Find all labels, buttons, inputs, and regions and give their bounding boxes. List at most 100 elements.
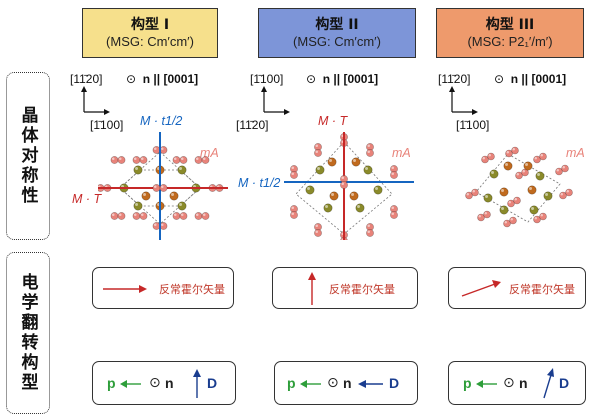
config-2-msg: (MSG: Cm′cm′)	[293, 33, 381, 49]
magnetic-atom-highlight	[478, 215, 481, 218]
config-2-lattice	[284, 132, 414, 240]
ahe-vector-arrow-icon	[103, 285, 147, 293]
magnetic-atom	[172, 212, 181, 220]
config-3-p-label: p	[463, 375, 472, 391]
nonmagnetic-atom	[323, 203, 333, 213]
nonmagnetic-atom	[327, 157, 337, 167]
config-3-axes-icon	[449, 86, 478, 115]
magnetic-atom	[539, 152, 547, 161]
nonmagnetic-atom-highlight	[143, 193, 146, 196]
magnetic-atom-highlight	[118, 157, 122, 160]
magnetic-atom-highlight	[391, 172, 394, 175]
config-2-pnd-box: p ⊙ n D	[274, 361, 418, 405]
magnetic-atom	[201, 156, 210, 164]
magnetic-atom	[513, 196, 521, 205]
magnetic-atom-highlight	[111, 157, 115, 160]
magnetic-atom-highlight	[560, 193, 563, 196]
magnetic-atom	[509, 216, 517, 225]
nonmagnetic-atom	[543, 191, 553, 201]
magnetic-atom-highlight	[566, 190, 569, 193]
nonmagnetic-atom-highlight	[531, 207, 534, 210]
nonmagnetic-atom	[305, 185, 315, 195]
nonmagnetic-atom-highlight	[545, 193, 548, 196]
nonmagnetic-atom	[363, 165, 373, 175]
ahe-vector-arrow-icon	[308, 272, 316, 305]
nonmagnetic-atom	[499, 187, 509, 197]
magnetic-atom	[390, 171, 398, 179]
config-1-axis-horizontal: [1̄100]	[90, 118, 124, 132]
magnetic-atom-highlight	[180, 157, 184, 160]
normal-out-of-plane-icon: ⊙	[126, 72, 137, 86]
config-2-normal: ⊙ n || [0001]	[306, 72, 379, 86]
config-1-n-label: n	[165, 375, 174, 391]
n-out-of-plane-icon: ⊙	[503, 374, 515, 390]
magnetic-atom-highlight	[540, 154, 543, 157]
row-label-crystal-symmetry: 晶体对称性	[6, 72, 50, 240]
config-3-msg: (MSG: P2₁′/m′)	[467, 33, 553, 49]
magnetic-atom-highlight	[367, 144, 370, 147]
magnetic-atom-highlight	[516, 173, 519, 176]
config-2-sym-vertical: M · T	[318, 114, 348, 128]
n-out-of-plane-icon: ⊙	[327, 374, 339, 390]
config-3-d-label: D	[559, 375, 570, 391]
magnetic-atom	[340, 181, 348, 189]
normal-out-of-plane-icon: ⊙	[494, 72, 505, 86]
nonmagnetic-atom	[141, 191, 151, 201]
nonmagnetic-atom-highlight	[525, 163, 528, 166]
magnetic-atom	[314, 229, 322, 237]
ahe-vector-arrow-icon	[461, 280, 501, 297]
magnetic-atom-highlight	[341, 182, 344, 185]
config-3-title: 构型 III	[485, 16, 535, 33]
nonmagnetic-atom	[373, 185, 383, 195]
nonmagnetic-atom-highlight	[171, 193, 174, 196]
nonmagnetic-atom-highlight	[329, 159, 332, 162]
magnetic-atom-highlight	[484, 212, 487, 215]
magnetic-atom	[139, 156, 148, 164]
nonmagnetic-atom-highlight	[179, 203, 182, 206]
nonmagnetic-atom	[523, 161, 533, 171]
config-2-d-label: D	[389, 375, 400, 391]
config-1-pnd-box: p ⊙ n D	[92, 361, 236, 405]
nonmagnetic-atom-highlight	[485, 195, 488, 198]
config-2-magnetic-label: mA	[392, 146, 411, 160]
config-2-axis-vertical: [1̄100]	[250, 72, 284, 86]
magnetic-atom-highlight	[391, 212, 394, 215]
nonmagnetic-atom-highlight	[501, 207, 504, 210]
normal-out-of-plane-icon: ⊙	[306, 72, 317, 86]
config-1-title: 构型 I	[130, 16, 170, 33]
nonmagnetic-atom	[133, 201, 143, 211]
config-1-p-label: p	[107, 375, 116, 391]
magnetic-atom-highlight	[315, 144, 318, 147]
config-1-lattice	[98, 132, 228, 240]
magnetic-atom	[487, 152, 495, 161]
magnetic-atom-highlight	[512, 148, 515, 151]
nonmagnetic-atom	[169, 191, 179, 201]
config-1-axes-icon	[81, 86, 110, 115]
magnetic-atom-highlight	[472, 190, 475, 193]
magnetic-atom	[561, 164, 569, 173]
magnetic-atom-highlight	[153, 223, 157, 226]
nonmagnetic-atom-highlight	[135, 167, 138, 170]
nonmagnetic-atom-highlight	[325, 205, 328, 208]
magnetic-atom-highlight	[341, 176, 344, 179]
magnetic-atom-highlight	[367, 230, 370, 233]
magnetic-atom	[366, 229, 374, 237]
magnetic-atom	[314, 149, 322, 157]
magnetic-atom	[139, 212, 148, 220]
magnetic-atom	[366, 149, 374, 157]
config-1-d-label: D	[207, 375, 218, 391]
magnetic-atom	[511, 146, 519, 155]
p-arrow-icon	[476, 380, 497, 388]
nonmagnetic-atom-highlight	[179, 167, 182, 170]
nonmagnetic-atom	[355, 203, 365, 213]
nonmagnetic-atom-highlight	[505, 163, 508, 166]
magnetic-atom	[539, 212, 547, 221]
magnetic-atom-highlight	[291, 212, 294, 215]
magnetic-atom	[471, 188, 479, 197]
magnetic-atom	[179, 156, 188, 164]
config-2-title: 构型 II	[315, 16, 359, 33]
p-arrow-icon	[300, 380, 321, 388]
nonmagnetic-atom	[483, 193, 493, 203]
magnetic-atom-highlight	[173, 213, 177, 216]
magnetic-atom	[152, 184, 161, 192]
